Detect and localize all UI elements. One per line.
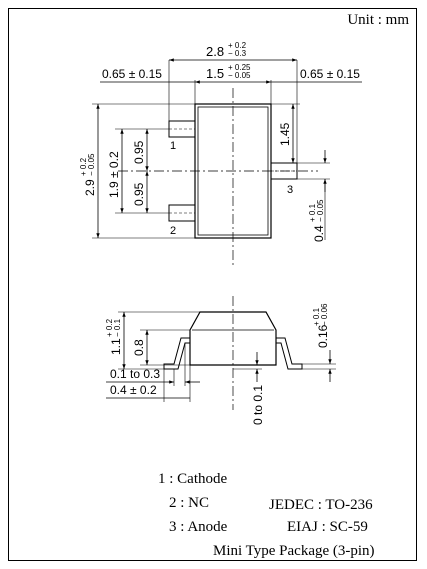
- height-total-tol-plus: + 0.2: [79, 157, 88, 176]
- eiaj-standard: EIAJ : SC-59: [287, 519, 368, 535]
- pin-1-label: 1: [170, 140, 176, 152]
- standoff-value: 0 to 0.1: [251, 385, 265, 425]
- side-height-value: 1.1: [109, 338, 123, 355]
- pin-width-tol-plus: + 0.1: [308, 203, 317, 222]
- body-width-tol-plus: + 0.25: [228, 63, 251, 72]
- lead-offset-right-value: 0.65 ± 0.15: [300, 67, 360, 81]
- package-name: Mini Type Package (3-pin): [213, 543, 375, 559]
- drawing-frame: [8, 8, 417, 561]
- lead-length-2-value: 0.4 ± 0.2: [110, 383, 157, 397]
- unit-label: Unit : mm: [347, 12, 409, 28]
- jedec-standard: JEDEC : TO-236: [269, 497, 373, 513]
- pin-width-tol-minus: − 0.05: [316, 199, 325, 222]
- lead-thickness-tol-minus: − 0.06: [320, 303, 329, 326]
- pin3-offset-value: 1.45: [278, 122, 292, 146]
- overall-width-tol-plus: + 0.2: [228, 41, 247, 50]
- legend-pin1: 1 : Cathode: [158, 471, 228, 487]
- pin-2-label: 2: [170, 225, 176, 237]
- top-view-labels: 2.8 + 0.2 − 0.3 1.5 + 0.25 − 0.05 0.65 ±…: [79, 41, 360, 242]
- pin-3-label: 3: [287, 184, 293, 196]
- pitch-bottom-value: 0.95: [132, 182, 146, 206]
- height-total-value: 2.9: [83, 179, 97, 196]
- pitch-top-value: 0.95: [132, 140, 146, 164]
- legend-pin2: 2 : NC: [169, 495, 210, 511]
- side-height-tol-minus: − 0.1: [113, 318, 122, 337]
- body-height-value: 0.8: [132, 339, 146, 356]
- overall-width-tol-minus: − 0.3: [228, 49, 247, 58]
- body-width-tol-minus: − 0.05: [228, 71, 251, 80]
- lead-offset-left-value: 0.65 ± 0.15: [102, 67, 162, 81]
- side-lead-left: [163, 337, 190, 370]
- side-view: [106, 296, 336, 410]
- height-total-tol-minus: − 0.05: [87, 153, 96, 176]
- side-lead-right: [276, 337, 303, 370]
- overall-width-value: 2.8: [206, 44, 224, 59]
- legend-pin3: 3 : Anode: [169, 519, 228, 535]
- body-width-value: 1.5: [206, 66, 224, 81]
- lead-thickness-tol-plus: + 0.1: [312, 307, 321, 326]
- lead-length-1-value: 0.1 to 0.3: [110, 367, 160, 381]
- side-view-labels: 1.1 + 0.2 − 0.1 0.8 0.16 + 0.1 − 0.06 0 …: [105, 303, 330, 425]
- top-view: [92, 58, 362, 268]
- pin-width-value: 0.4: [312, 225, 326, 242]
- lead-thickness-value: 0.16: [316, 324, 330, 348]
- pitch-total-value: 1.9 ± 0.2: [107, 151, 121, 198]
- side-height-tol-plus: + 0.2: [105, 318, 114, 337]
